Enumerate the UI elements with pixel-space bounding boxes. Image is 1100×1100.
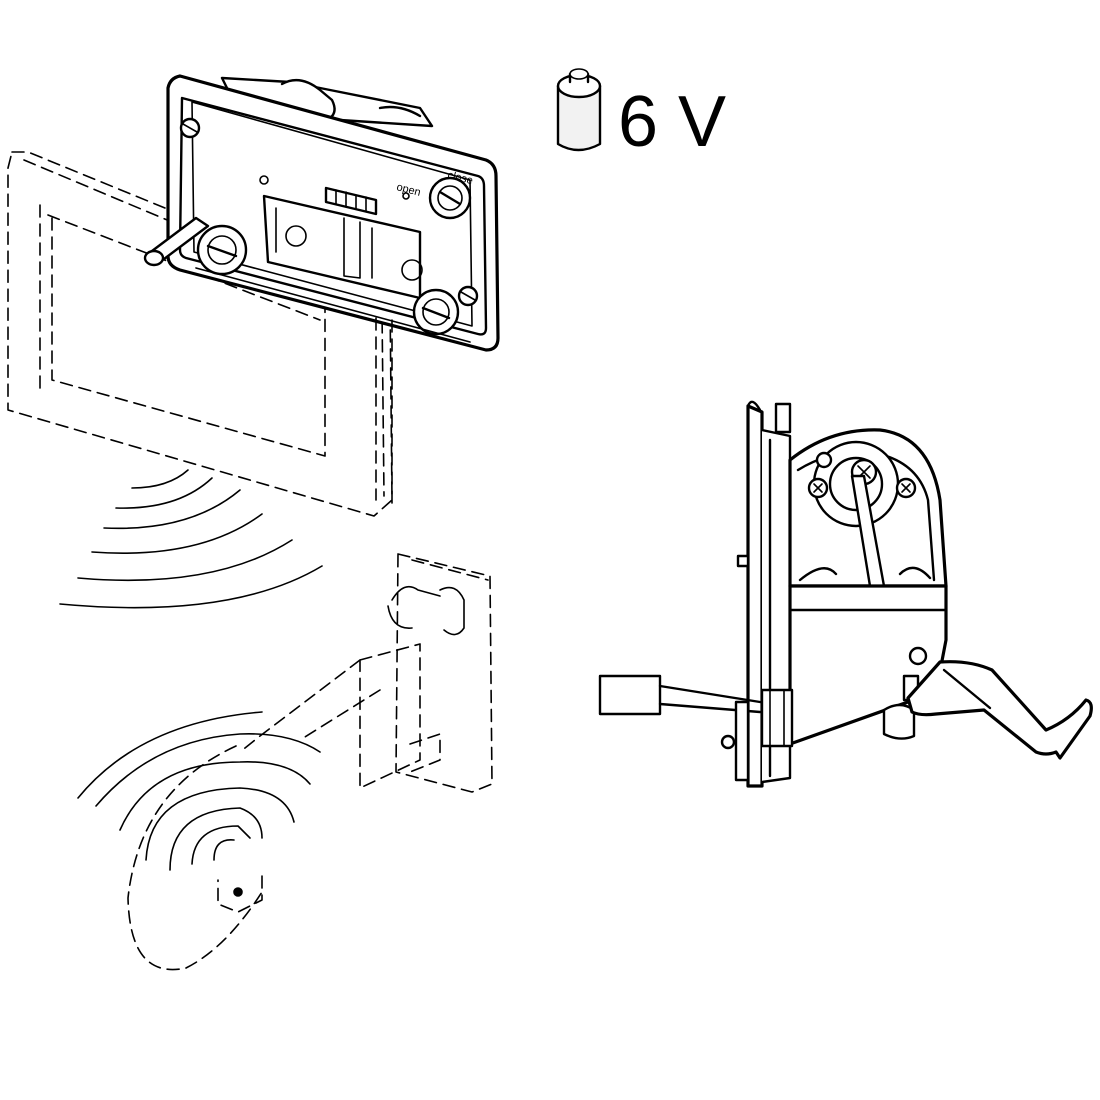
flush-valve-plate: close open	[143, 74, 500, 352]
sensor-waves-upper	[59, 469, 323, 609]
battery-icon	[556, 68, 602, 152]
battery-voltage-label: 6 V	[618, 82, 726, 162]
flush-mechanism-side-view	[598, 400, 1093, 788]
dashed-connection	[375, 317, 393, 507]
sensor-waves-lower	[77, 711, 321, 897]
dashed-lever-outline	[127, 553, 493, 971]
valve-marking-open: open	[395, 181, 422, 199]
